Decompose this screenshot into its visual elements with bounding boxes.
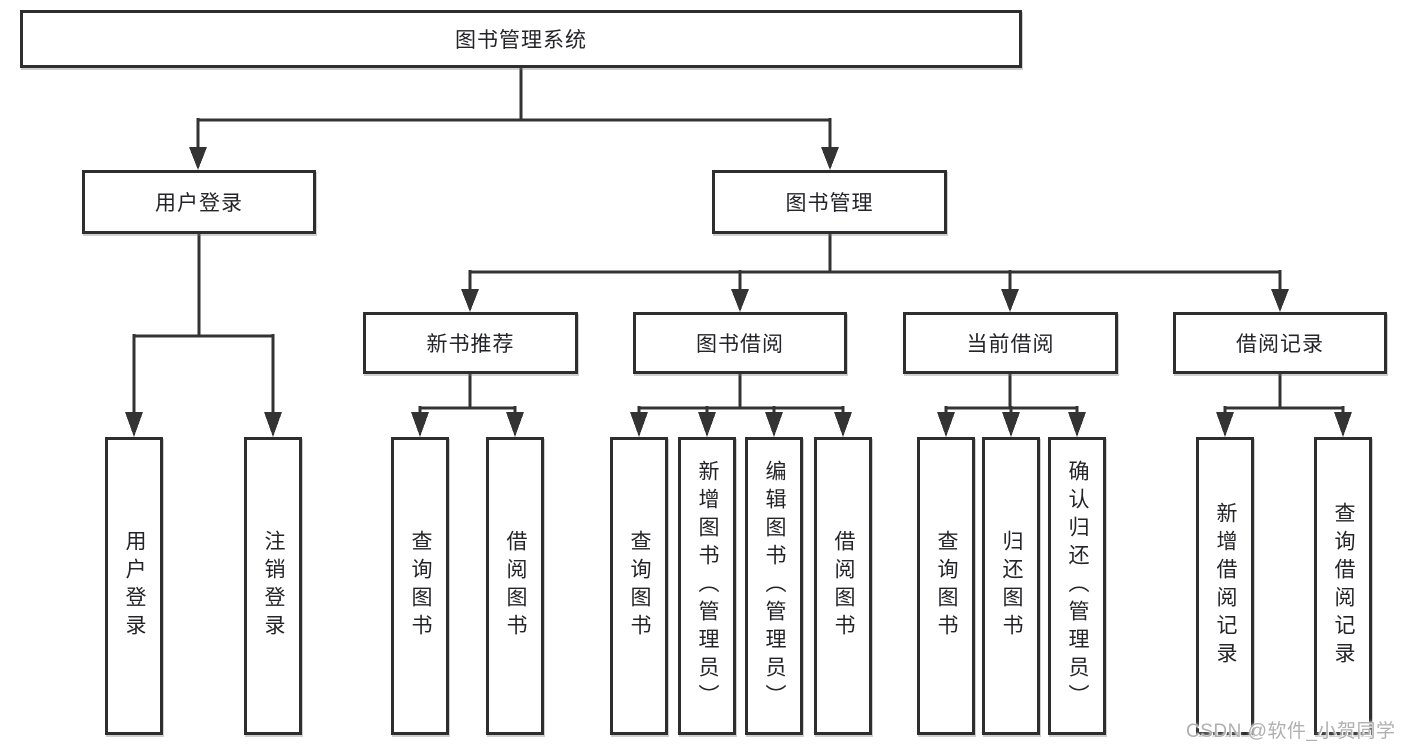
leaf-add-book-admin-label: 新增图书（管理员）	[696, 460, 719, 712]
node-new-book-recommend: 新书推荐	[363, 312, 578, 374]
leaf-add-borrow-record: 新增借阅记录	[1196, 437, 1254, 735]
node-borrow-record: 借阅记录	[1173, 312, 1387, 374]
leaf-recommend-borrow-book-label: 借阅图书	[504, 530, 527, 642]
leaf-edit-book-admin-label: 编辑图书（管理员）	[763, 460, 786, 712]
node-book-management-label: 图书管理	[785, 192, 874, 215]
leaf-return-book: 归还图书	[982, 437, 1040, 735]
node-root: 图书管理系统	[20, 10, 1022, 68]
leaf-query-borrow-record: 查询借阅记录	[1314, 437, 1372, 735]
leaf-borrow-query-book: 查询图书	[610, 437, 668, 735]
leaf-borrow-query-book-label: 查询图书	[628, 530, 651, 642]
node-user-login-label: 用户登录	[155, 192, 243, 215]
leaf-logout: 注销登录	[244, 437, 302, 735]
node-new-book-recommend-label: 新书推荐	[426, 333, 515, 356]
csdn-watermark: CSDN @软件_小贺同学	[1186, 721, 1396, 742]
node-root-label: 图书管理系统	[455, 29, 587, 52]
leaf-borrow-book-label: 借阅图书	[832, 530, 855, 642]
node-book-borrow: 图书借阅	[633, 312, 847, 374]
node-user-login: 用户登录	[82, 170, 316, 234]
leaf-confirm-return-admin-label: 确认归还（管理员）	[1066, 460, 1089, 712]
leaf-logout-label: 注销登录	[262, 530, 285, 642]
node-book-borrow-label: 图书借阅	[696, 333, 784, 356]
leaf-user-login: 用户登录	[105, 437, 163, 735]
leaf-current-query-book-label: 查询图书	[935, 530, 958, 642]
leaf-add-book-admin: 新增图书（管理员）	[678, 437, 736, 735]
leaf-current-query-book: 查询图书	[917, 437, 975, 735]
leaf-confirm-return-admin: 确认归还（管理员）	[1048, 437, 1106, 735]
leaf-borrow-book: 借阅图书	[814, 437, 872, 735]
node-current-borrow: 当前借阅	[903, 312, 1118, 374]
node-current-borrow-label: 当前借阅	[966, 333, 1055, 356]
leaf-query-borrow-record-label: 查询借阅记录	[1332, 502, 1355, 670]
node-book-management: 图书管理	[712, 170, 947, 234]
leaf-add-borrow-record-label: 新增借阅记录	[1214, 502, 1237, 670]
leaf-recommend-borrow-book: 借阅图书	[486, 437, 544, 735]
leaf-recommend-query-book-label: 查询图书	[409, 530, 432, 642]
leaf-edit-book-admin: 编辑图书（管理员）	[745, 437, 803, 735]
leaf-return-book-label: 归还图书	[1000, 530, 1023, 642]
leaf-recommend-query-book: 查询图书	[391, 437, 449, 735]
node-borrow-record-label: 借阅记录	[1236, 333, 1324, 356]
leaf-user-login-label: 用户登录	[123, 530, 146, 642]
